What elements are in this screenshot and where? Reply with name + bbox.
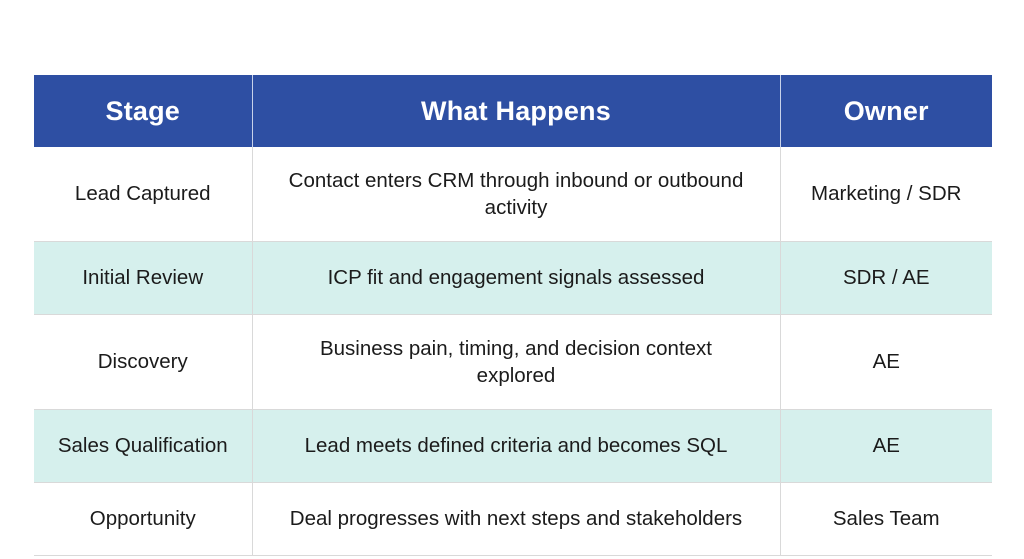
- cell-stage: Opportunity: [34, 482, 253, 556]
- cell-owner: Sales Team: [780, 482, 992, 556]
- cell-owner: Marketing / SDR: [780, 147, 992, 242]
- cell-owner: AE: [780, 409, 992, 483]
- cell-what-happens: Contact enters CRM through inbound or ou…: [252, 147, 781, 242]
- column-header-stage: Stage: [34, 75, 253, 147]
- table-row: Discovery Business pain, timing, and dec…: [34, 314, 992, 410]
- cell-owner: AE: [780, 314, 992, 410]
- cell-what-happens: ICP fit and engagement signals assessed: [252, 241, 781, 315]
- table-row: Initial Review ICP fit and engagement si…: [34, 241, 992, 315]
- table-row: Opportunity Deal progresses with next st…: [34, 482, 992, 556]
- sales-pipeline-stages-table: Stage What Happens Owner Lead Captured C…: [34, 75, 992, 556]
- cell-what-happens: Lead meets defined criteria and becomes …: [252, 409, 781, 483]
- cell-stage: Sales Qualification: [34, 409, 253, 483]
- cell-what-happens: Deal progresses with next steps and stak…: [252, 482, 781, 556]
- cell-stage: Lead Captured: [34, 147, 253, 242]
- table-header: Stage What Happens Owner: [34, 75, 992, 147]
- cell-what-happens: Business pain, timing, and decision cont…: [252, 314, 781, 410]
- table-row: Sales Qualification Lead meets defined c…: [34, 409, 992, 483]
- table-header-row: Stage What Happens Owner: [34, 75, 992, 147]
- cell-stage: Discovery: [34, 314, 253, 410]
- cell-stage: Initial Review: [34, 241, 253, 315]
- column-header-owner: Owner: [780, 75, 992, 147]
- table-body: Lead Captured Contact enters CRM through…: [34, 147, 992, 556]
- column-header-what-happens: What Happens: [252, 75, 781, 147]
- cell-owner: SDR / AE: [780, 241, 992, 315]
- table-row: Lead Captured Contact enters CRM through…: [34, 147, 992, 242]
